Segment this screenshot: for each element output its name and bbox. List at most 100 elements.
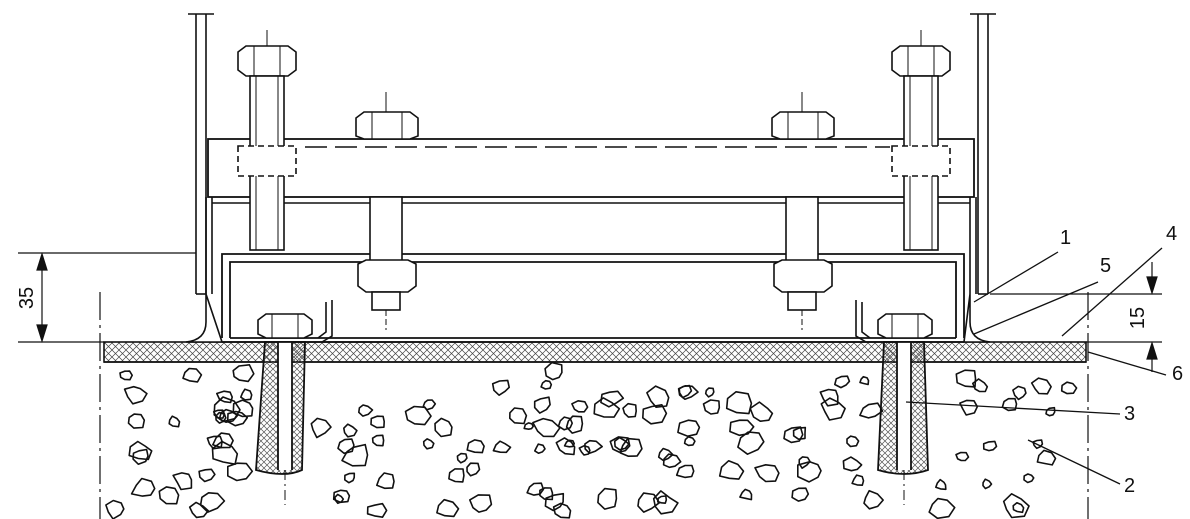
dimension-label-15: 15 (1127, 307, 1149, 329)
aggregate-pebble (749, 401, 774, 422)
aggregate-pebble (128, 440, 153, 461)
aggregate-pebble (955, 369, 977, 388)
callout-labels: 1 5 4 6 3 2 (1060, 223, 1183, 497)
aggregate-pebble (729, 419, 755, 437)
aggregate-pebble (216, 390, 233, 404)
aggregate-pebble (565, 415, 584, 434)
aggregate-pebble (1001, 397, 1018, 412)
aggregate-pebble (675, 464, 695, 479)
aggregate-pebble (310, 417, 332, 439)
aggregate-pebble (1032, 439, 1044, 450)
aggregate-pebble (448, 468, 465, 483)
aggregate-pebble (544, 492, 565, 512)
aggregate-pebble (334, 493, 345, 505)
aggregate-pebble (232, 364, 255, 383)
callout-6: 6 (1172, 363, 1183, 385)
aggregate-pebble (593, 397, 621, 418)
aggregate-pebble (436, 498, 460, 518)
aggregate-pebble (341, 443, 369, 467)
anchor-pocket-left (255, 341, 306, 505)
sealant-fillet-right (963, 293, 991, 343)
anchor-bolt-left (257, 300, 333, 343)
aggregate-pebble (959, 399, 979, 416)
aggregate-pebble (158, 486, 180, 505)
base-plate-frame (221, 253, 965, 343)
aggregate-pebble (935, 478, 947, 491)
aggregate-pebble (1030, 377, 1052, 395)
aggregate-pebble (704, 387, 715, 398)
aggregate-pebble (422, 399, 437, 411)
leader-5 (973, 281, 1099, 335)
aggregate-pebble (105, 499, 125, 519)
aggregate-pebble (652, 490, 679, 515)
leveling-bolt-left (237, 30, 297, 251)
aggregate-pebble (227, 462, 254, 482)
aggregate-pebble (863, 489, 884, 510)
aggregate-pebble (127, 413, 146, 429)
leader-3 (905, 401, 1121, 415)
aggregate-pebble (456, 452, 468, 464)
callout-1: 1 (1060, 227, 1071, 249)
aggregate-pebble (123, 385, 148, 405)
aggregate-pebble (859, 375, 870, 386)
aggregate-pebble (578, 445, 591, 456)
aggregate-pebble (172, 472, 193, 491)
aggregate-pebble (213, 396, 241, 423)
dimension-35: 35 (16, 251, 196, 344)
aggregate-pebble (928, 497, 956, 519)
aggregate-pebble (555, 437, 576, 456)
aggregate-pebble (211, 440, 239, 465)
anchor-pocket-right (877, 341, 929, 505)
aggregate-pebble (119, 370, 133, 381)
aggregate-pebble (344, 472, 356, 484)
aggregate-pebble (584, 439, 603, 454)
leader-lines (905, 247, 1167, 485)
aggregate-pebble (797, 461, 822, 483)
aggregate-pebble (466, 439, 485, 454)
aggregate-pebble (792, 426, 807, 440)
aggregate-pebble (523, 422, 534, 430)
aggregate-pebble (678, 384, 693, 399)
aggregate-pebble (534, 443, 546, 454)
aggregate-pebble (1002, 493, 1030, 519)
aggregate-pebble (859, 402, 884, 419)
edge-centerlines (99, 292, 1089, 519)
aggregate-pebble (544, 362, 563, 381)
aggregate-pebble (240, 388, 253, 401)
aggregate-pebble (466, 462, 481, 477)
leader-2 (1027, 439, 1121, 485)
aggregate-pebble (1023, 473, 1035, 484)
aggregate-pebble (358, 404, 374, 417)
aggregate-pebble (613, 436, 630, 451)
sealant-fillet-left (185, 293, 224, 343)
aggregate-pebble (232, 399, 254, 418)
aggregate-pebble (662, 453, 682, 469)
aggregate-pebble (199, 492, 226, 513)
aggregate-pebble (226, 410, 249, 427)
aggregate-pebble (851, 474, 865, 486)
aggregate-pebble (798, 456, 811, 469)
aggregate-pebble (955, 451, 970, 462)
aggregate-pebble (552, 502, 572, 519)
leader-6 (1087, 351, 1167, 376)
aggregate-pebble (842, 456, 863, 472)
clamp-bar (207, 138, 975, 198)
leader-4 (1061, 247, 1163, 337)
aggregate-pebble (609, 436, 631, 453)
leader-1 (973, 251, 1059, 303)
aggregate-pebble (218, 408, 239, 423)
callout-4: 4 (1166, 223, 1177, 245)
aggregate-pebble (533, 396, 551, 414)
aggregate-pebble (130, 477, 156, 497)
concrete-foundation (104, 361, 1086, 519)
aggregate-pebble (791, 487, 810, 502)
concrete-aggregate (105, 362, 1078, 519)
aggregate-pebble (1012, 385, 1027, 401)
aggregate-pebble (637, 492, 661, 513)
aggregate-pebble (526, 482, 545, 496)
aggregate-pebble (198, 468, 216, 483)
aggregate-pebble (509, 407, 528, 425)
aggregate-pebble (982, 440, 998, 452)
aggregate-pebble (557, 416, 573, 431)
